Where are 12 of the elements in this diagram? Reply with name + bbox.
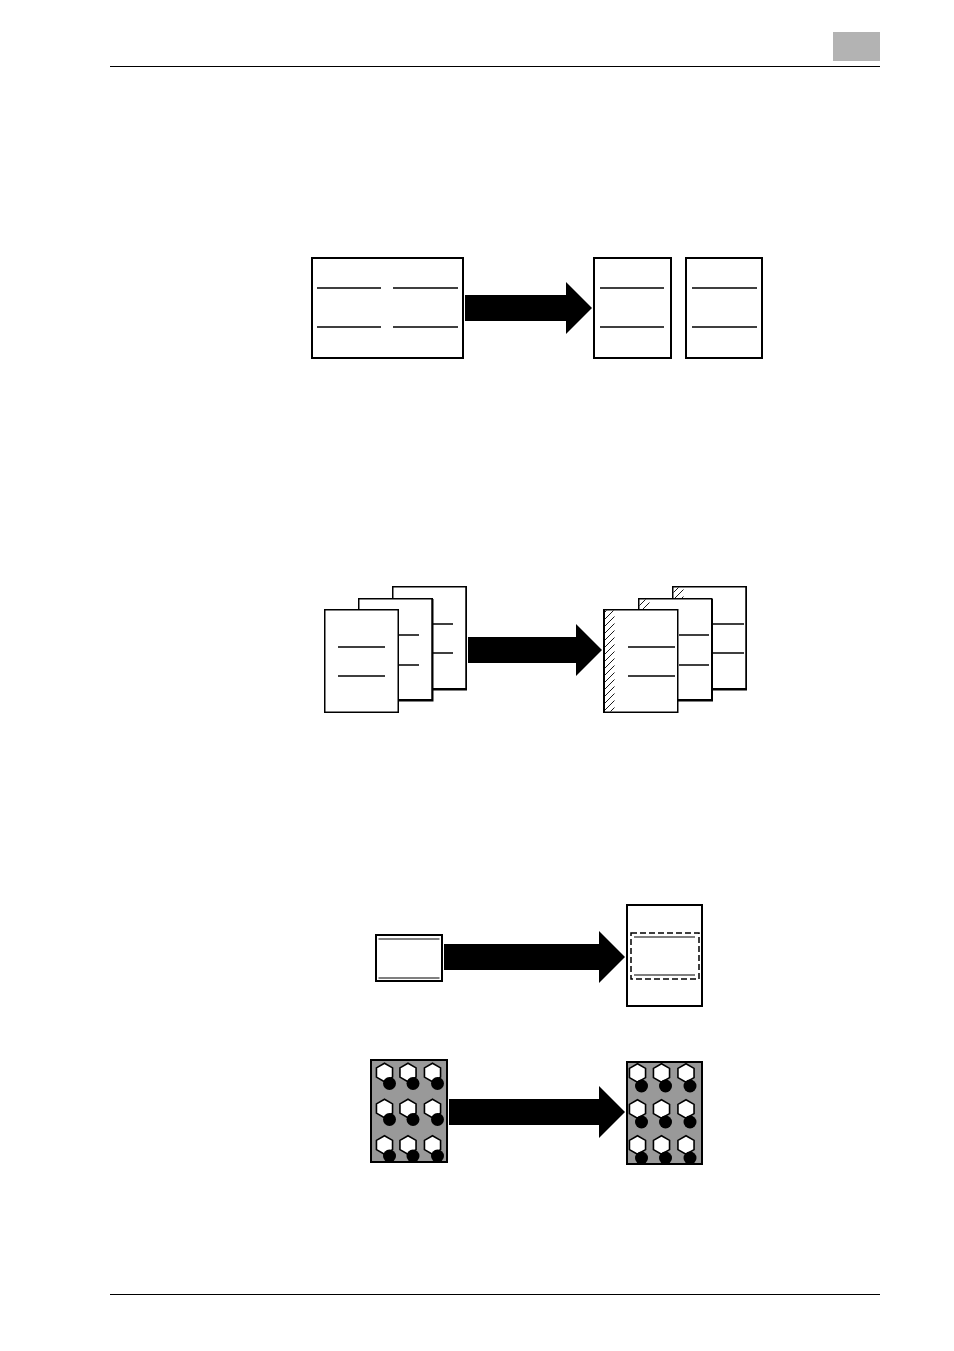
card-on-page-drawing (626, 904, 703, 1007)
margin-page-stack-drawing (603, 586, 747, 713)
two-pages-drawing (593, 257, 763, 359)
pattern-page-drawing (370, 1059, 448, 1163)
landscape-page-drawing (311, 257, 464, 359)
arrow (468, 624, 602, 676)
page-stack-drawing (324, 586, 467, 713)
arrow (449, 1086, 625, 1138)
shifted-pattern-page-drawing (626, 1061, 703, 1165)
arrow (444, 931, 625, 983)
arrow (465, 282, 592, 334)
card-drawing (375, 934, 443, 982)
